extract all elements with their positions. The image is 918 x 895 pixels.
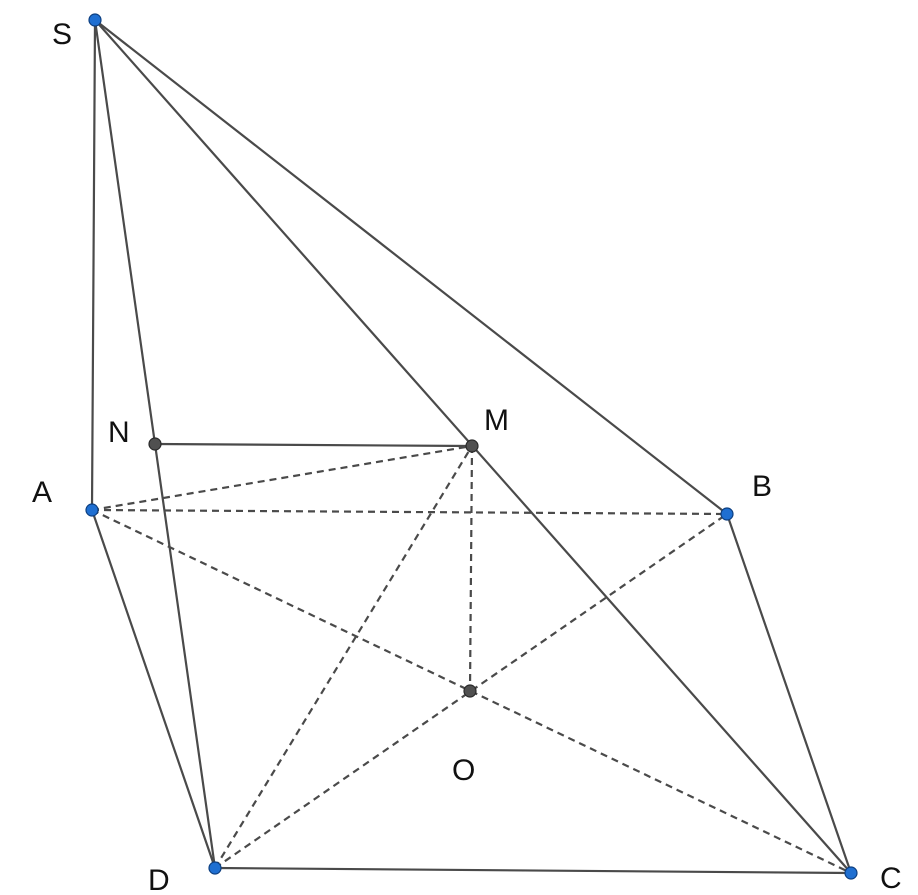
edge-AD xyxy=(90,508,217,870)
edge-NM xyxy=(153,442,474,448)
dashed-edge-DM xyxy=(214,445,473,869)
label-N: N xyxy=(108,416,130,449)
edge-SB xyxy=(93,18,729,516)
label-O: O xyxy=(452,754,475,787)
solid-edges xyxy=(90,18,853,875)
point-M xyxy=(465,439,479,453)
edge-BC xyxy=(725,512,853,875)
point-B xyxy=(720,507,734,521)
label-B: B xyxy=(752,470,772,503)
vertices xyxy=(85,13,858,880)
labels: S A B C D M N O xyxy=(32,18,902,895)
dashed-edge-MO xyxy=(468,445,474,692)
point-C xyxy=(844,866,858,880)
point-O xyxy=(463,684,477,698)
label-C: C xyxy=(880,862,902,895)
point-D xyxy=(208,861,222,875)
point-A xyxy=(85,503,99,517)
label-D: D xyxy=(148,864,170,895)
dashed-edge-AB xyxy=(91,508,728,516)
dashed-edge-AM xyxy=(91,444,473,512)
edge-SA xyxy=(90,18,97,512)
label-M: M xyxy=(484,404,509,437)
label-S: S xyxy=(52,18,72,51)
point-S xyxy=(88,13,102,27)
label-A: A xyxy=(32,476,52,509)
edge-DC xyxy=(213,866,853,875)
point-N xyxy=(148,437,162,451)
dashed-edge-DB xyxy=(214,513,728,869)
